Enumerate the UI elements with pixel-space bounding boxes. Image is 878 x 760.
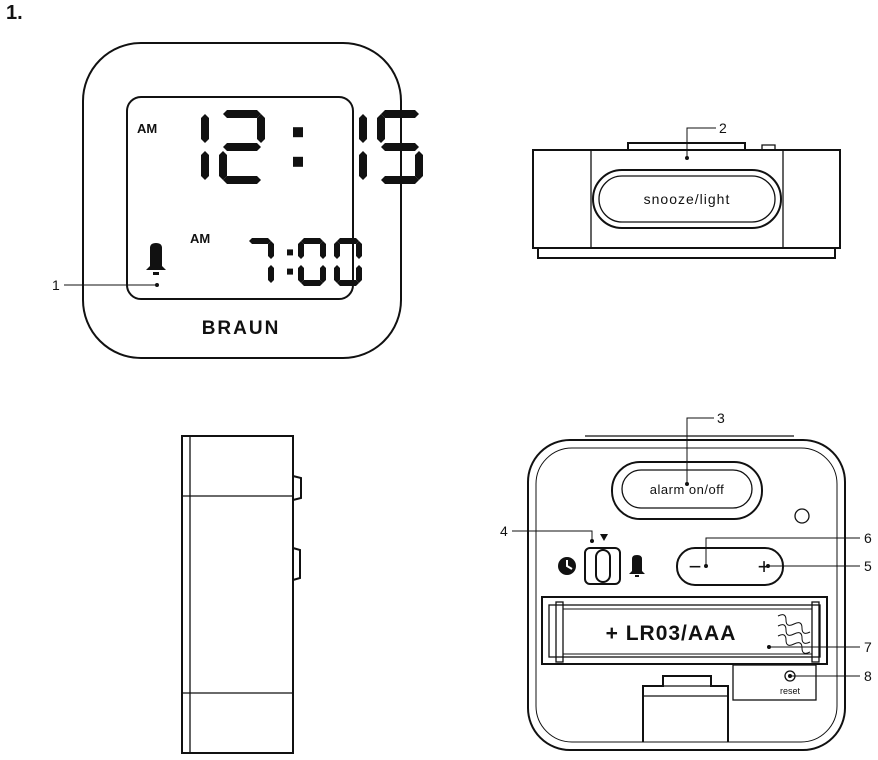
bell-icon — [146, 243, 166, 275]
callout-6: 6 — [864, 530, 872, 546]
callout-4: 4 — [500, 523, 508, 539]
alarm-am-indicator: AM — [190, 231, 210, 246]
brand-logo: BRAUN — [202, 318, 281, 339]
alarm-on-off-label: alarm on/off — [650, 482, 724, 497]
alarm-time-digits — [249, 238, 362, 286]
side-view — [181, 435, 302, 754]
snooze-light-button — [598, 175, 776, 223]
clock-icon — [558, 557, 576, 575]
reset-panel — [732, 664, 817, 701]
snooze-light-label: snooze/light — [644, 191, 731, 207]
mode-switch-housing — [584, 547, 621, 585]
callout-5: 5 — [864, 558, 872, 574]
callouts: 1 2 3 4 5 6 7 8 — [52, 120, 872, 684]
step-number: 1. — [6, 2, 23, 24]
battery-compartment — [541, 596, 828, 665]
callout-8: 8 — [864, 668, 872, 684]
side-button-lower — [292, 547, 301, 581]
reset-label: reset — [780, 686, 801, 696]
switch-arrow-icon — [600, 534, 608, 541]
mode-switch — [595, 549, 611, 583]
battery-spring — [777, 614, 811, 654]
battery-type-label: + LR03/AAA — [606, 622, 737, 645]
callout-3: 3 — [717, 410, 725, 426]
front-view: AM AM BRAUN — [82, 42, 423, 359]
battery-door-latch — [642, 675, 729, 742]
bell-icon-back — [629, 555, 645, 577]
snooze-light-button-outer — [592, 169, 782, 229]
main-time-digits — [201, 110, 423, 184]
time-am-indicator: AM — [137, 121, 157, 136]
callout-2: 2 — [719, 120, 727, 136]
callout-7: 7 — [864, 639, 872, 655]
side-button-top — [292, 475, 302, 501]
lcd-display — [126, 96, 354, 300]
top-view: snooze/light — [532, 142, 841, 259]
clock-body-side — [181, 435, 294, 754]
callout-1: 1 — [52, 277, 60, 293]
clock-body-front — [82, 42, 402, 359]
hanging-hole — [794, 508, 810, 524]
plus-symbol: + — [758, 554, 771, 579]
minus-symbol: − — [689, 554, 702, 579]
